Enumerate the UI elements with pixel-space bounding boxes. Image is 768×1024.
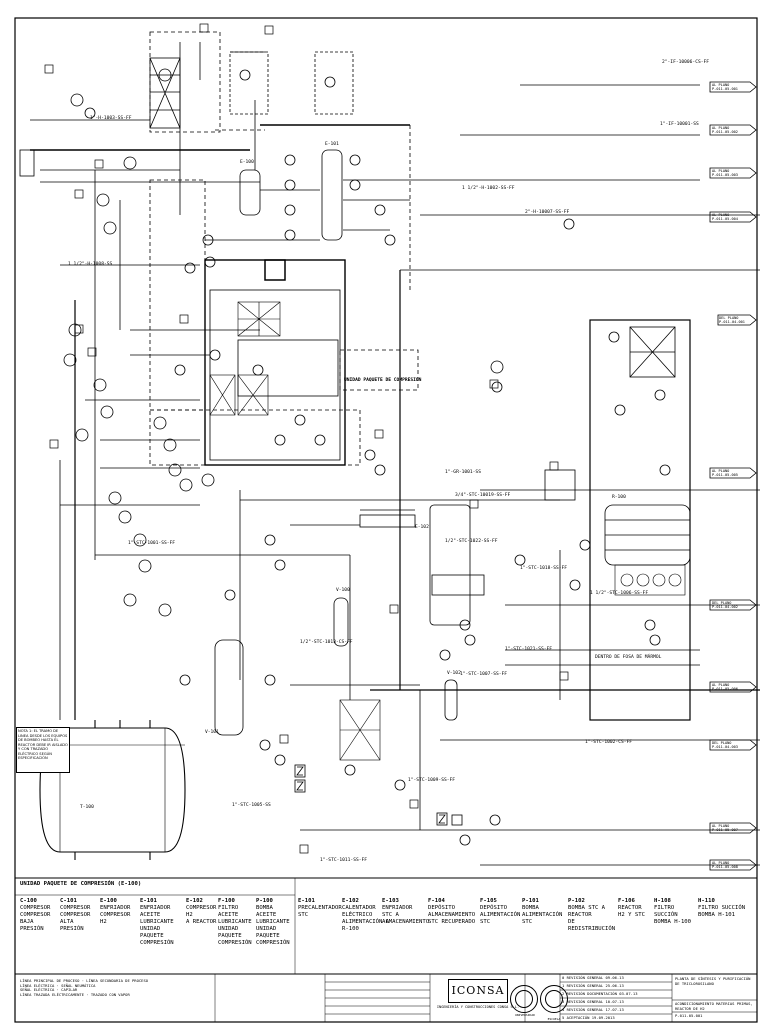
revision-row: 3 REVISIÓN GENERAL 10.07.13 — [562, 999, 624, 1004]
line-label: 1"-GR-1001-SS — [445, 470, 481, 475]
upper-left-section — [19, 57, 260, 720]
tag-v100: V-100 — [336, 588, 350, 593]
compressor-c101 — [321, 149, 343, 241]
drawing-title: PLANTA DE SÍNTESIS Y PURIFICACIÓN DE TRI… — [675, 976, 751, 986]
line-label: 1"-STC-1011-SS-FF — [320, 858, 368, 863]
title-block: LÍNEA PRINCIPAL DE PROCESO · LÍNEA SECUN… — [18, 975, 756, 1021]
revision-row: 5 ACEPTACIÓN 19.09.2013 — [562, 1015, 615, 1020]
revision-row: 1 REVISIÓN GENERAL 25.06.13 — [562, 983, 624, 988]
tag-r100: R-100 — [612, 495, 626, 500]
vessel-v100 — [333, 597, 349, 647]
revision-row: 0 REVISIÓN GENERAL 09.06.13 — [562, 975, 624, 980]
sheet-border — [14, 17, 758, 1023]
compressor-c100 — [239, 169, 261, 216]
package-label: UNIDAD PAQUETE DE COMPRESION — [344, 378, 422, 383]
line-label: 1"-STC-1007-SS-FF — [460, 672, 508, 677]
line-label: 1"-H-1003-SS-FF — [90, 116, 132, 121]
line-label: 1"-IF-10001-SS — [660, 122, 699, 127]
equipment-table-grid — [15, 878, 296, 974]
tag-e102: E-102 — [415, 525, 429, 530]
seal-right-text: ESCUELA — [547, 1017, 561, 1021]
tag-e101: E-101 — [325, 142, 339, 147]
right-section — [95, 84, 760, 866]
line-label: 1 1/2"-STC-1006-SS-FF — [590, 591, 649, 596]
drawing-subtitle: ACONDICIONAMIENTO MATERIAS PRIMAS, REACT… — [675, 1001, 753, 1011]
title-block-grid — [214, 974, 757, 1022]
tag-t100: T-100 — [80, 805, 94, 810]
drawing-number: P-011-05-001 — [675, 1013, 703, 1018]
line-label: DENTRO DE FOSA DE MÁRMOL — [595, 655, 662, 660]
seal-left-text: UNIVERSIDAD — [515, 1013, 535, 1017]
line-label: 1"-STC-1002-CS-FF — [585, 740, 633, 745]
line-label: 3/4"-STC-10019-SS-FF — [455, 493, 511, 498]
note-box: NOTA 1: EL TRAMO DE LINEA DESDE LOS EQUI… — [16, 727, 70, 773]
line-label: 1 1/2"-H-1008-SS — [68, 262, 113, 267]
reactor-filter-packs — [339, 564, 686, 761]
instrument-tags — [44, 23, 569, 854]
electric-heaters — [294, 764, 463, 826]
offpage-connectors — [709, 81, 757, 871]
equipment-header: UNIDAD PAQUETE DE COMPRESIÓN (E-100) — [20, 881, 142, 887]
line-label: 2"-H-10007-SS-FF — [525, 210, 570, 215]
vessel-v101 — [214, 639, 244, 736]
line-label: 1"-STC-1009-SS-FF — [408, 778, 456, 783]
tag-v101: V-101 — [205, 730, 219, 735]
company-logo: ICONSA — [448, 979, 508, 1003]
revision-row: 4 REVISIÓN GENERAL 17.07.13 — [562, 1007, 624, 1012]
legend: LÍNEA PRINCIPAL DE PROCESO · LÍNEA SECUN… — [20, 978, 149, 997]
company-name: INGENIERÍA Y CONSTRUCCIONES CONSA S.L. — [436, 1005, 520, 1009]
seal-left-icon — [510, 985, 538, 1013]
filter-pack-1 — [209, 301, 281, 416]
vessel-v102 — [444, 679, 458, 721]
revision-row: 2 REVISIÓN DOCUMENTACIÓN 03.07.13 — [562, 991, 638, 996]
line-label: 1"-STC-1005-SS — [232, 803, 271, 808]
line-label: 1"-STC-1001-SS-FF — [128, 541, 176, 546]
equipment-table: UNIDAD PAQUETE DE COMPRESIÓN (E-100) C-1… — [18, 880, 756, 972]
tag-e100: E-100 — [240, 160, 254, 165]
line-label: 1"-STC-1018-SS-FF — [520, 566, 568, 571]
line-label: 1/2"-STC-1013-CS-FF — [300, 640, 353, 645]
tag-v102: V-102 — [447, 671, 461, 676]
line-label: 1/2"-STC-1022-SS-FF — [445, 539, 498, 544]
line-label: 1 1/2"-H-1002-SS-FF — [462, 186, 515, 191]
seal-right-icon — [540, 985, 568, 1013]
line-label: 1"-STC-1021-SS-FF — [505, 647, 553, 652]
compressor-package — [149, 31, 700, 466]
line-label: 2"-IF-10006-CS-FF — [662, 60, 710, 65]
